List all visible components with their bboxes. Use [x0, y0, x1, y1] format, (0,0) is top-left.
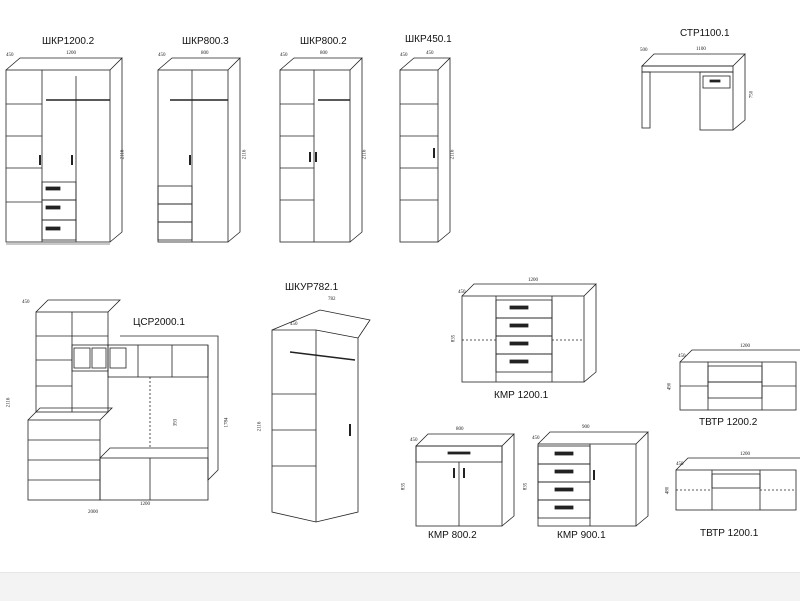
dimension-width: 800 — [201, 51, 209, 56]
item-label-shkr450-1: ШКР450.1 — [405, 34, 452, 45]
dimension-width: 782 — [328, 297, 336, 302]
dimension-depth: 450 — [678, 354, 686, 359]
item-label-tvtr1200-1: ТВТР 1200.1 — [700, 528, 759, 539]
dimension-width: 1200 — [528, 278, 538, 283]
dimension-depth: 450 — [458, 290, 466, 295]
dimension-width: 1200 — [740, 344, 750, 349]
dimension-height: 835 — [523, 482, 529, 491]
dimension-depth: 450 — [410, 438, 418, 443]
dimension-depth: 450 — [676, 462, 684, 467]
chest-kmr900-1-drawing — [537, 431, 649, 527]
item-label-shkur782-1: ШКУР782.1 — [285, 282, 339, 293]
corner-wardrobe-shkur782-1-drawing — [271, 309, 371, 523]
dimension-height: 2116 — [120, 149, 126, 160]
chest-kmr800-2-drawing — [415, 433, 515, 527]
dimension-depth: 450 — [532, 436, 540, 441]
dimension-height: 835 — [451, 334, 457, 343]
dimension-depth: 450 — [290, 322, 298, 327]
dimension-width: 450 — [426, 51, 434, 56]
dimension-height: 2116 — [6, 397, 12, 408]
dimension-height: 490 — [667, 382, 673, 391]
dimension-width: 900 — [582, 425, 590, 430]
dimension-height: 835 — [401, 482, 407, 491]
item-label-shkr800-3: ШКР800.3 — [182, 36, 229, 47]
item-label-csr2000-1: ЦСР2000.1 — [133, 317, 185, 328]
dimension-inner-height: 1784 — [224, 417, 230, 428]
dimension-height: 750 — [749, 90, 755, 99]
item-label-str1100-1: СТР1100.1 — [680, 28, 730, 39]
dimension-height: 480 — [665, 486, 671, 495]
dimension-height: 2116 — [450, 149, 456, 160]
wall-unit-csr2000-1-drawing — [27, 299, 219, 501]
dimension-depth: 450 — [6, 53, 14, 58]
item-label-shkr1200-2: ШКР1200.2 — [42, 36, 95, 47]
tv-stand-tvtr1200-1-drawing — [675, 457, 800, 511]
dimension-height: 2116 — [362, 149, 368, 160]
dimension-height: 2116 — [257, 421, 263, 432]
item-label-tvtr1200-2: ТВТР 1200.2 — [699, 417, 758, 428]
dimension-width: 1200 — [66, 51, 76, 56]
dimension-depth: 450 — [280, 53, 288, 58]
dimension-niche: 393 — [173, 418, 179, 427]
footer-band — [0, 572, 800, 601]
dimension-width: 800 — [320, 51, 328, 56]
dimension-width: 800 — [456, 427, 464, 432]
wardrobe-shkr800-3-drawing — [157, 57, 241, 243]
item-label-kmr800-2: КМР 800.2 — [428, 530, 477, 541]
dimension-height: 2116 — [242, 149, 248, 160]
wardrobe-shkr1200-2-drawing — [5, 57, 123, 245]
item-label-kmr1200-1: КМР 1200.1 — [494, 390, 549, 401]
dimension-depth: 450 — [22, 300, 30, 305]
dimension-module: 1200 — [140, 502, 150, 507]
chest-kmr1200-1-drawing — [461, 283, 597, 383]
item-label-kmr900-1: КМР 900.1 — [557, 530, 606, 541]
dimension-depth: 450 — [400, 53, 408, 58]
desk-str1100-1-drawing — [641, 53, 746, 131]
dimension-depth: 500 — [640, 48, 648, 53]
wardrobe-shkr450-1-drawing — [399, 57, 451, 243]
dimension-depth: 450 — [158, 53, 166, 58]
dimension-width: 2000 — [88, 510, 98, 515]
wardrobe-shkr800-2-drawing — [279, 57, 363, 243]
item-label-shkr800-2: ШКР800.2 — [300, 36, 347, 47]
dimension-width: 1100 — [696, 47, 706, 52]
tv-stand-tvtr1200-2-drawing — [679, 349, 800, 411]
dimension-width: 1200 — [740, 452, 750, 457]
